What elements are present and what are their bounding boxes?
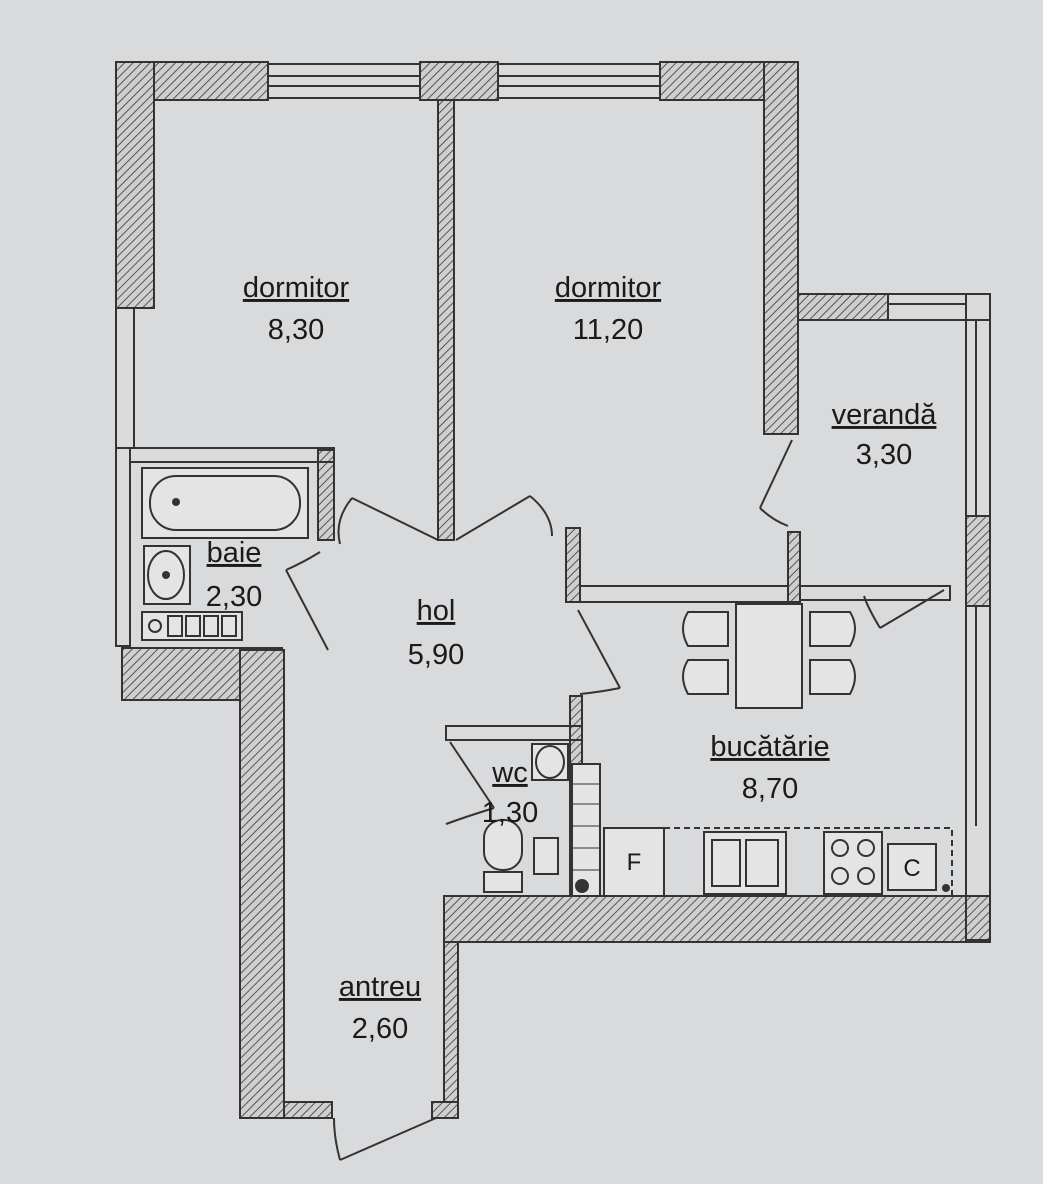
windows (267, 63, 977, 826)
room-area-bucatarie: 8,70 (742, 773, 798, 805)
room-area-veranda: 3,30 (856, 439, 912, 471)
room-label-antreu: antreu (339, 971, 421, 1003)
room-label-dormitor-left: dormitor (243, 272, 350, 304)
cabinet-label: C (903, 855, 920, 882)
room-label-baie: baie (207, 537, 262, 569)
room-label-veranda: verandă (832, 399, 938, 431)
walls (115, 61, 991, 1119)
shelving (533, 763, 601, 897)
room-label-bucatarie: bucătărie (710, 731, 829, 763)
dining-table (682, 603, 856, 709)
wc-fixtures (483, 743, 569, 893)
room-area-wc: 1,30 (482, 797, 538, 829)
room-label-hol: hol (417, 595, 456, 627)
fridge-label: F (627, 849, 642, 876)
washing-machine-row (141, 611, 243, 641)
room-label-dormitor-right: dormitor (555, 272, 662, 304)
bath-sink (143, 545, 191, 605)
kitchen-counter (575, 827, 953, 897)
room-area-baie: 2,30 (206, 581, 262, 613)
bathtub (141, 467, 309, 539)
room-label-wc: wc (491, 757, 527, 789)
doors (285, 439, 945, 1161)
room-area-dormitor-right: 11,20 (573, 314, 643, 346)
room-area-dormitor-left: 8,30 (268, 314, 324, 346)
room-area-antreu: 2,60 (352, 1013, 408, 1045)
room-area-hol: 5,90 (408, 639, 464, 671)
